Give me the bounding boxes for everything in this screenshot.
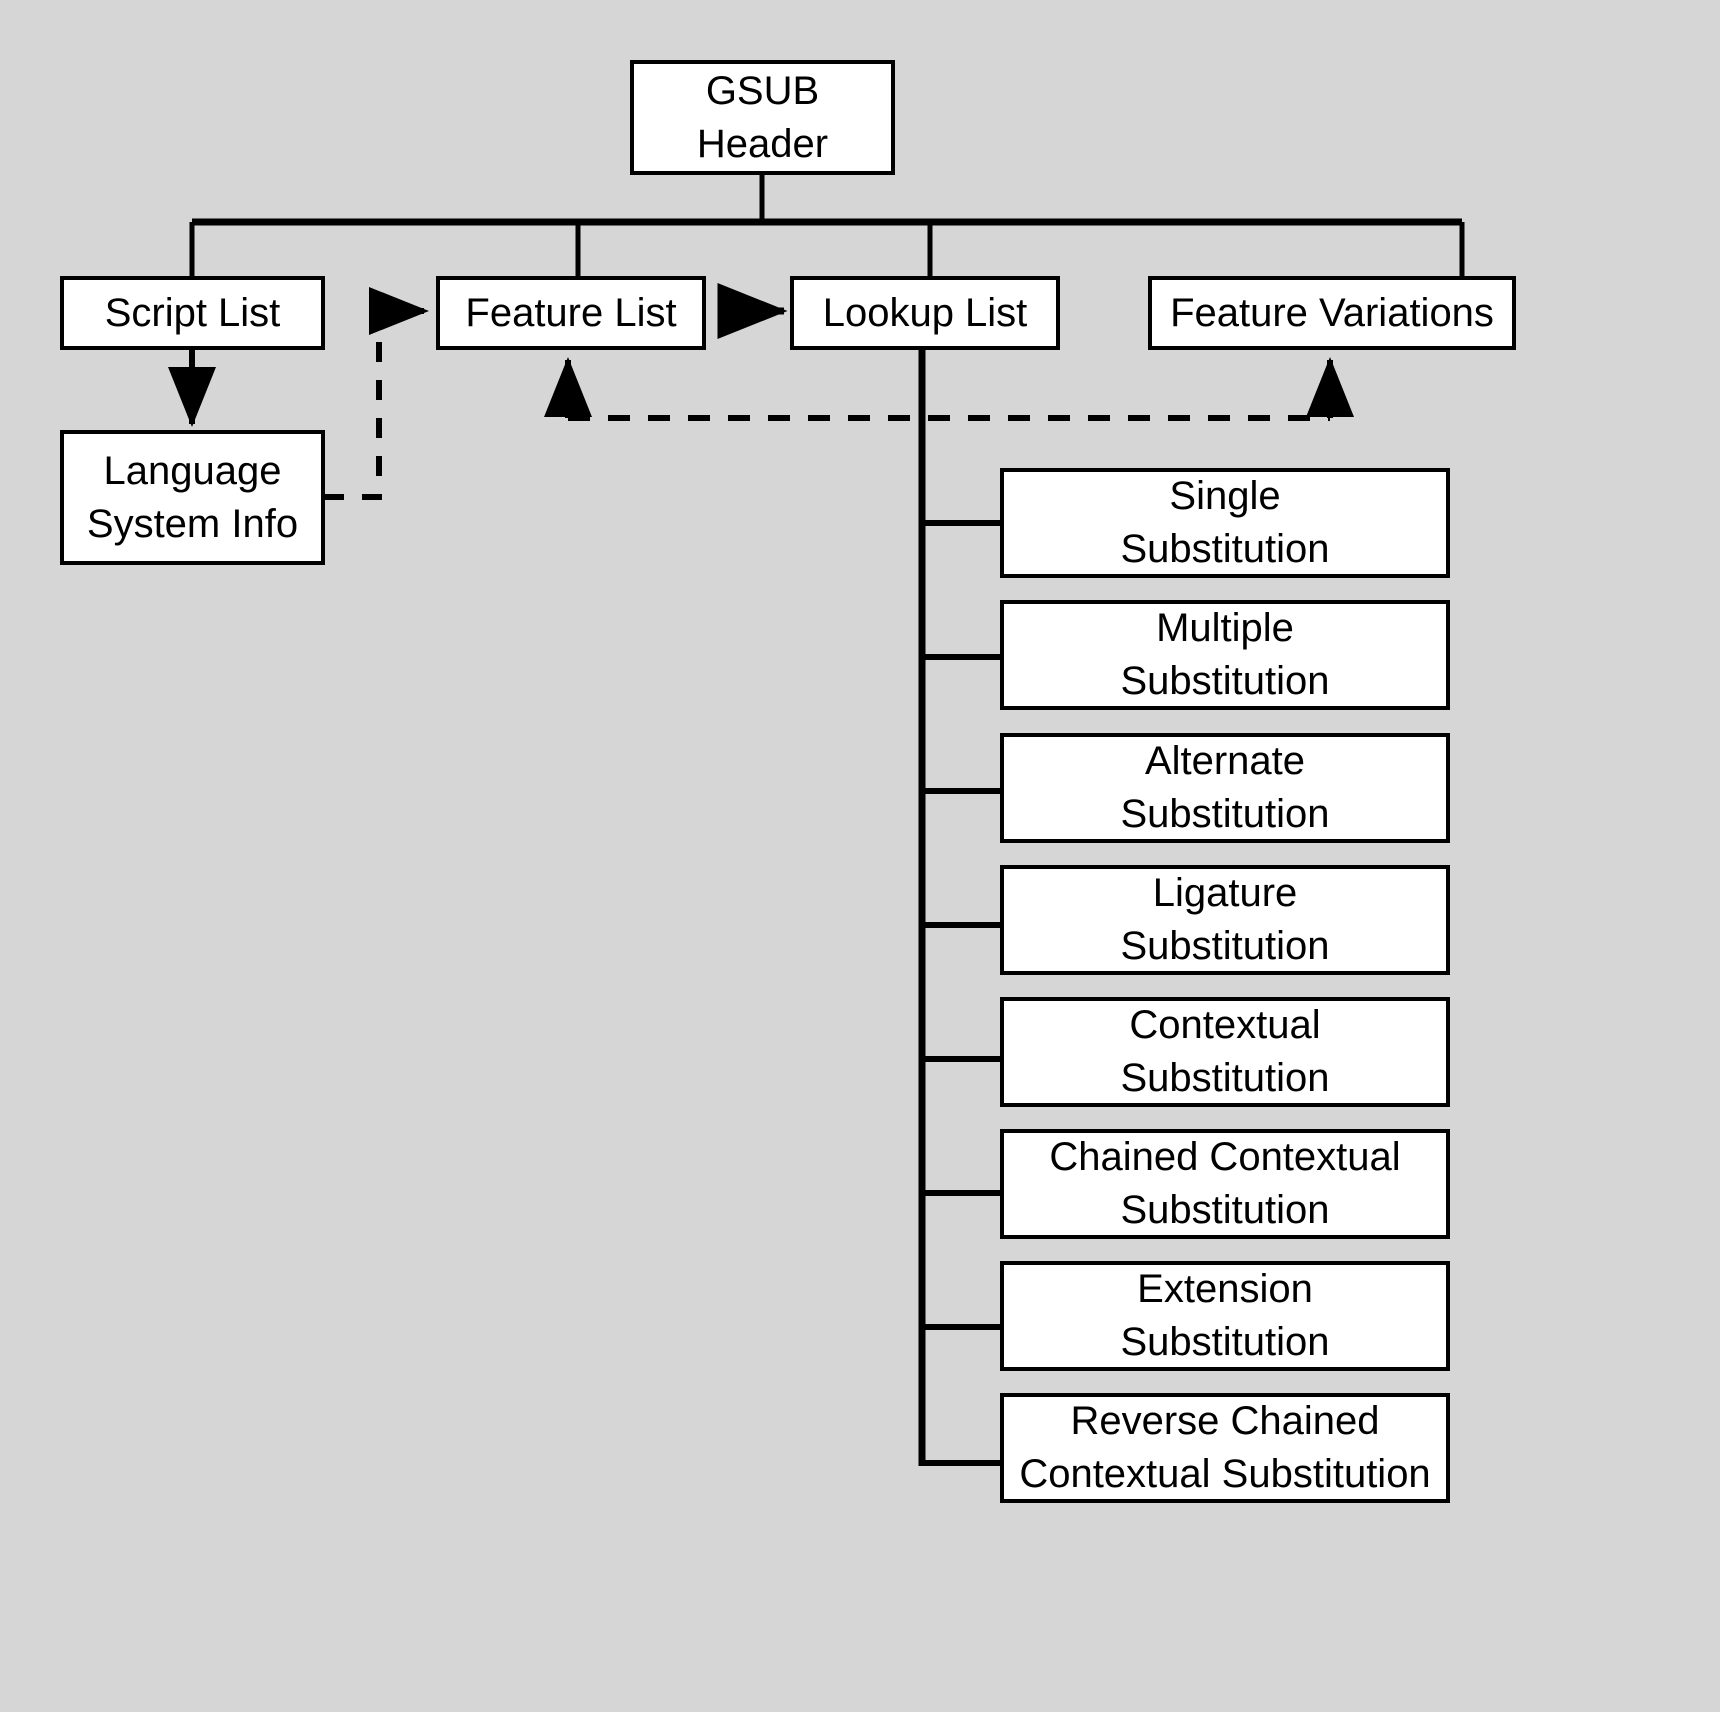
lookup-type-line1: Reverse Chained xyxy=(1070,1399,1380,1444)
node-lookup-type-contextual-substitution[interactable]: Contextual Substitution xyxy=(1000,997,1450,1107)
node-lookup-type-single-substitution[interactable]: Single Substitution xyxy=(1000,468,1450,578)
lookup-type-line2: Substitution xyxy=(1120,1056,1330,1100)
node-lookup-type-reverse-chained-contextual-substitution[interactable]: Reverse Chained Contextual Substitution xyxy=(1000,1393,1450,1503)
node-script-list[interactable]: Script List xyxy=(60,276,325,350)
lookup-type-line1: Extension xyxy=(1137,1267,1313,1312)
node-feature-list[interactable]: Feature List xyxy=(436,276,706,350)
node-lookup-type-chained-contextual-substitution[interactable]: Chained Contextual Substitution xyxy=(1000,1129,1450,1239)
lookup-type-line1: Multiple xyxy=(1156,606,1294,651)
node-gsub-header[interactable]: GSUB Header xyxy=(630,60,895,175)
node-lookup-type-ligature-substitution[interactable]: Ligature Substitution xyxy=(1000,865,1450,975)
node-feature-variations[interactable]: Feature Variations xyxy=(1148,276,1516,350)
wire-language-system-info-to-feature-list-dashed xyxy=(324,287,429,500)
lookup-type-line1: Chained Contextual xyxy=(1049,1135,1401,1180)
lookup-type-line2: Substitution xyxy=(1120,924,1330,968)
node-lookup-list[interactable]: Lookup List xyxy=(790,276,1060,350)
lookup-type-line1: Contextual xyxy=(1129,1003,1321,1048)
lookup-type-line1: Single xyxy=(1169,474,1281,519)
node-gsub-header-line1: GSUB xyxy=(705,68,820,113)
lookup-type-line2: Substitution xyxy=(1120,527,1330,571)
lookup-type-line2: Contextual Substitution xyxy=(1019,1452,1431,1496)
node-lookup-list-label: Lookup List xyxy=(822,290,1028,335)
node-language-system-info-line1: Language xyxy=(103,448,282,493)
lookup-type-line2: Substitution xyxy=(1120,1188,1330,1232)
node-feature-variations-label: Feature Variations xyxy=(1170,290,1494,335)
node-language-system-info-line2: System Info xyxy=(86,501,299,546)
node-gsub-header-line2: Header xyxy=(696,121,829,166)
lookup-type-line2: Substitution xyxy=(1120,1320,1330,1364)
lookup-type-line1: Ligature xyxy=(1152,871,1298,916)
node-lookup-type-multiple-substitution[interactable]: Multiple Substitution xyxy=(1000,600,1450,710)
node-script-list-label: Script List xyxy=(104,290,281,335)
lookup-type-line2: Substitution xyxy=(1120,659,1330,703)
node-feature-list-label: Feature List xyxy=(465,290,677,335)
lookup-type-line2: Substitution xyxy=(1120,792,1330,836)
node-language-system-info[interactable]: Language System Info xyxy=(60,430,325,565)
node-lookup-type-alternate-substitution[interactable]: Alternate Substitution xyxy=(1000,733,1450,843)
lookup-type-line1: Alternate xyxy=(1144,739,1306,784)
node-lookup-type-extension-substitution[interactable]: Extension Substitution xyxy=(1000,1261,1450,1371)
